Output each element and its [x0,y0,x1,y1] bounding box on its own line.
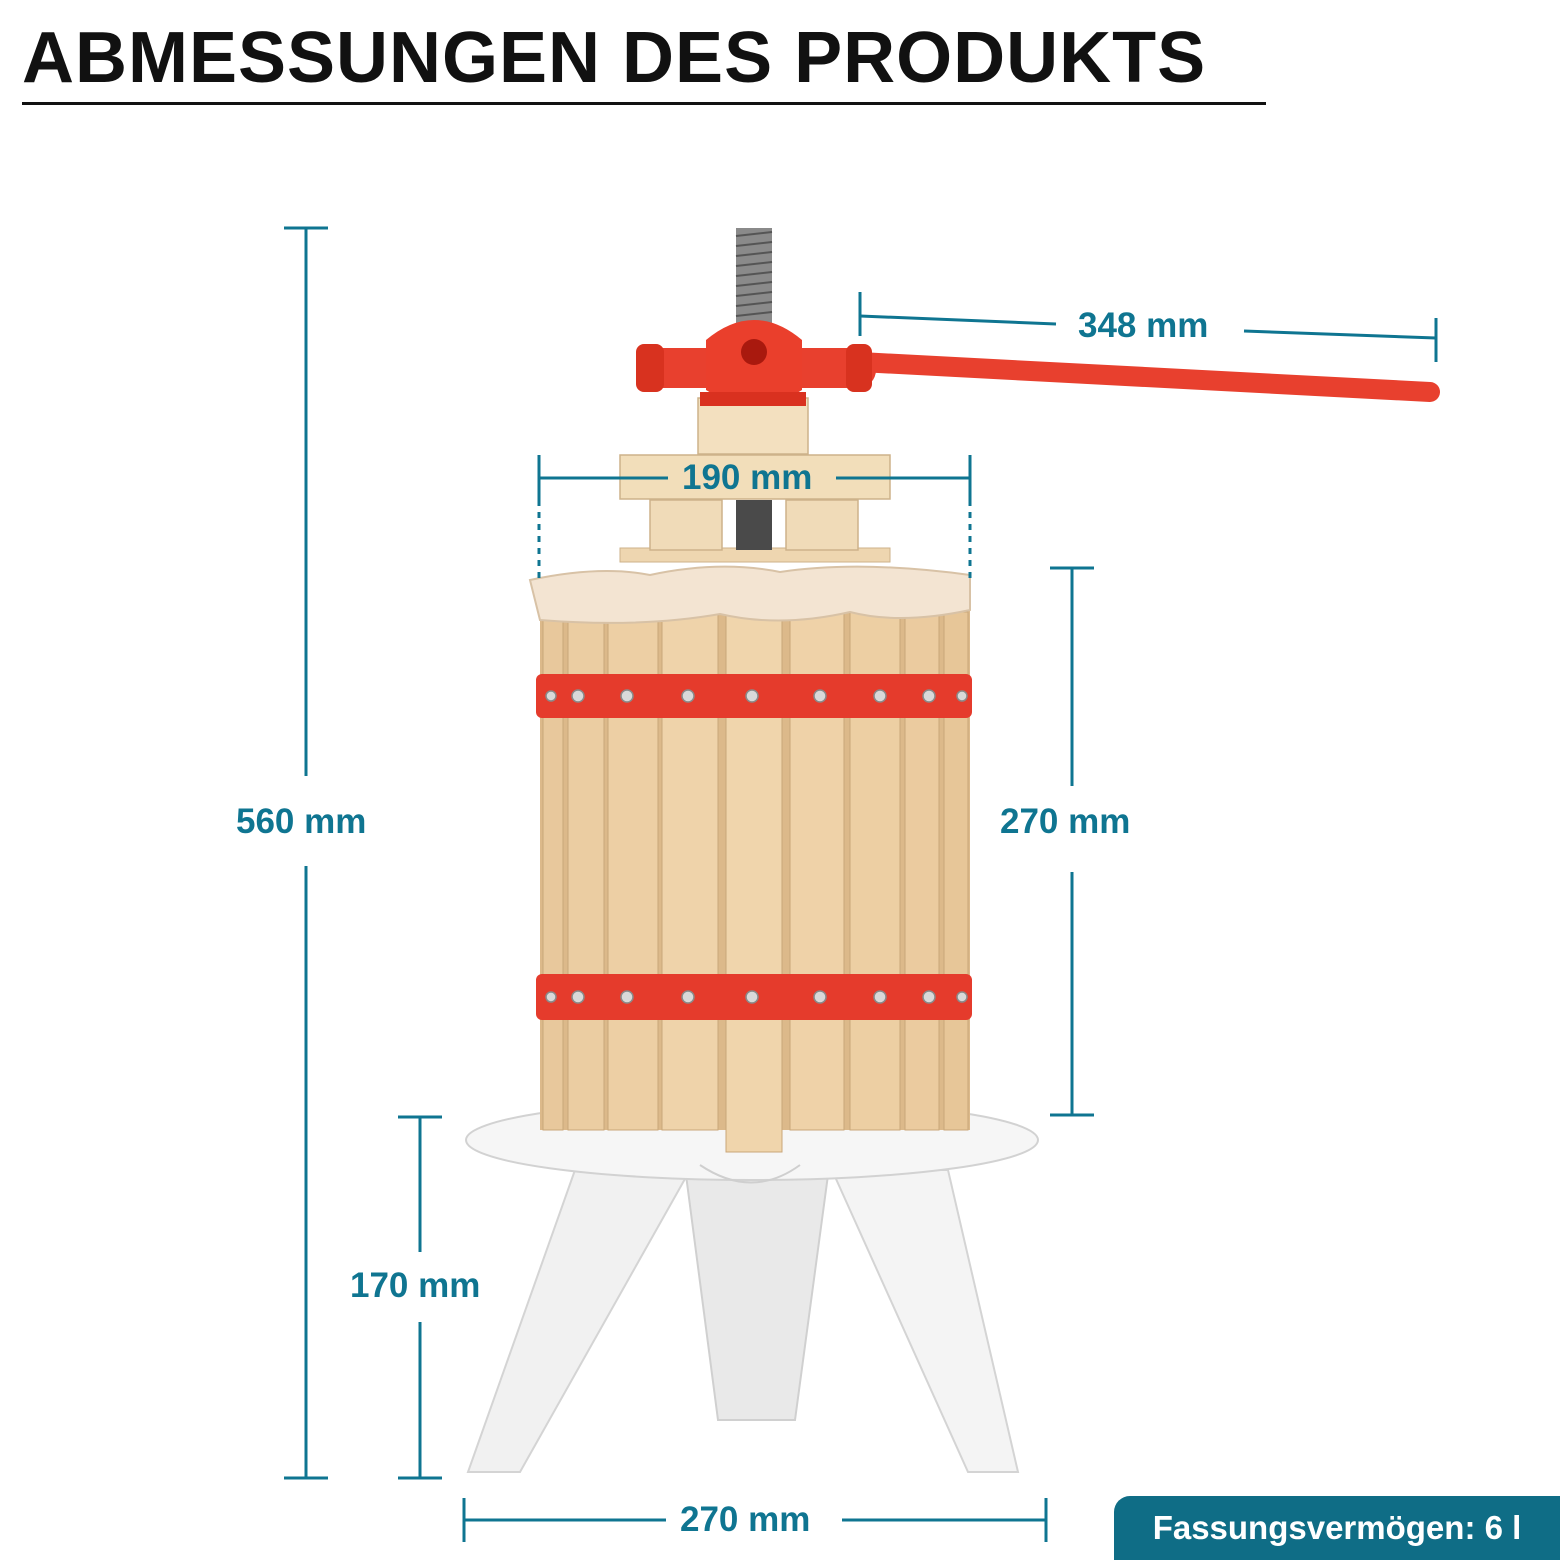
capacity-badge: Fassungsvermögen: 6 l [1114,1496,1560,1560]
label-handle-length: 348 mm [1078,306,1209,345]
label-total-height: 560 mm [236,802,367,841]
barrel [528,565,972,1153]
label-top-width: 190 mm [682,458,813,497]
press-handle [636,320,1440,406]
title-underline [22,102,1266,105]
label-barrel-height: 270 mm [1000,802,1131,841]
stand-leg-left [466,1169,692,1473]
page-title: ABMESSUNGEN DES PRODUKTS [22,18,1207,98]
label-stand-height: 170 mm [350,1266,481,1305]
stand [465,1099,1039,1473]
press-cloth [528,565,971,624]
label-base-width: 270 mm [680,1500,811,1539]
stand-leg-right [830,1169,1020,1473]
dimension-lines [284,226,1438,1542]
stand-leg-center [684,1174,830,1421]
